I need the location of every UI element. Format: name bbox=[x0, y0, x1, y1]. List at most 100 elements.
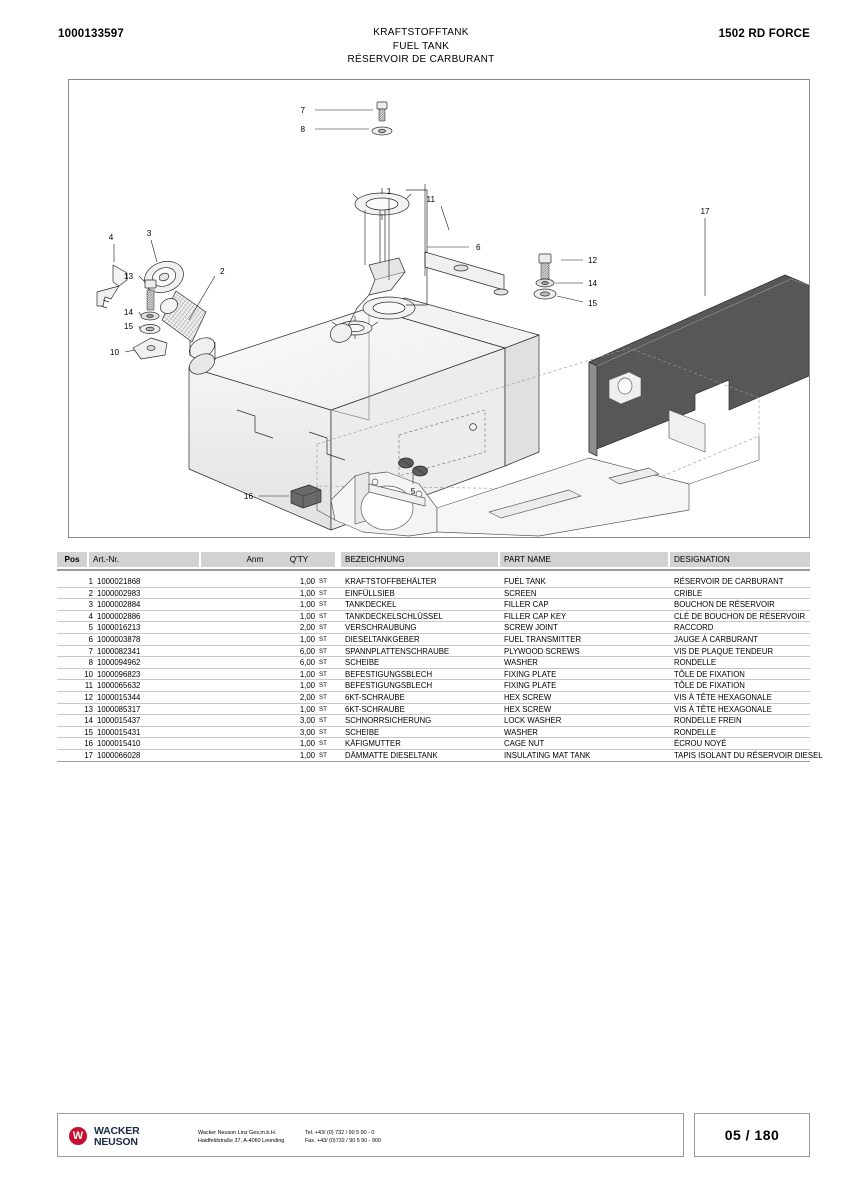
cell-art-nr: 1000015344 bbox=[97, 692, 141, 702]
callout-5: 5 bbox=[411, 487, 416, 496]
company-name: Wacker Neuson Linz Ges.m.b.H. bbox=[198, 1130, 277, 1136]
title-english: FUEL TANK bbox=[392, 40, 450, 52]
cell-bezeichnung: KRAFTSTOFFBEHÄLTER bbox=[345, 577, 437, 586]
callout-6: 6 bbox=[476, 243, 481, 252]
cell-part-name: SCREW JOINT bbox=[504, 623, 558, 633]
cell-unit: ST bbox=[319, 682, 327, 690]
cell-part-name: HEX SCREW bbox=[504, 692, 552, 702]
wacker-neuson-logo-icon: W bbox=[69, 1127, 87, 1145]
cell-pos: 2 bbox=[88, 588, 93, 598]
left-mounting-stack bbox=[132, 279, 168, 360]
cell-bezeichnung: SPANNPLATTENSCHRAUBE bbox=[345, 646, 450, 656]
cell-designation: ÉCROU NOYÉ bbox=[674, 739, 727, 749]
cell-bezeichnung: SCHEIBE bbox=[345, 727, 380, 737]
cell-qty: 1,00 bbox=[299, 611, 315, 621]
cell-bezeichnung: DÄMMATTE DIESELTANK bbox=[345, 750, 438, 760]
cell-pos: 8 bbox=[88, 658, 93, 668]
callout-15r: 15 bbox=[588, 299, 598, 308]
cell-part-name: FIXING PLATE bbox=[504, 669, 557, 679]
filler-neck-screen bbox=[160, 290, 216, 375]
cell-qty: 1,00 bbox=[299, 577, 315, 586]
cell-unit: ST bbox=[319, 647, 327, 655]
cell-qty: 1,00 bbox=[299, 669, 315, 679]
column-header-part-name: PART NAME bbox=[500, 552, 668, 567]
cell-pos: 1 bbox=[88, 577, 93, 586]
company-street: Haidfeldstraße 37, A-4060 Leonding bbox=[198, 1137, 285, 1144]
cell-unit: ST bbox=[319, 659, 327, 667]
cell-bezeichnung: 6KT-SCHRAUBE bbox=[345, 692, 405, 702]
fixing-plate-assembly bbox=[424, 251, 557, 300]
cell-pos: 4 bbox=[88, 611, 93, 621]
cell-qty: 3,00 bbox=[299, 727, 315, 737]
cell-qty: 1,00 bbox=[299, 634, 315, 644]
cell-bezeichnung: VERSCHRAUBUNG bbox=[345, 623, 417, 633]
page-number: 05 / 180 bbox=[724, 1127, 780, 1143]
company-tel: Tel. +43/ (0) 732 / 90 5 90 - 0 bbox=[305, 1130, 375, 1136]
cell-qty: 1,00 bbox=[299, 750, 315, 760]
header-divider bbox=[57, 569, 810, 571]
company-fax: Fax. +43/ (0)732 / 90 5 90 - 900 bbox=[305, 1137, 381, 1144]
cell-qty: 3,00 bbox=[299, 716, 315, 726]
brand-wordmark: WACKER NEUSON bbox=[94, 1125, 140, 1147]
cell-pos: 16 bbox=[84, 739, 93, 749]
cell-pos: 13 bbox=[84, 704, 93, 714]
company-address: Wacker Neuson Linz Ges.m.b.H. Haidfeldst… bbox=[198, 1130, 284, 1145]
cell-art-nr: 1000003878 bbox=[97, 634, 141, 644]
cell-art-nr: 1000016213 bbox=[97, 623, 141, 633]
cell-art-nr: 1000065632 bbox=[97, 681, 141, 691]
cell-pos: 15 bbox=[84, 727, 93, 737]
cell-art-nr: 1000021868 bbox=[97, 577, 141, 586]
callout-7: 7 bbox=[300, 106, 305, 115]
cell-part-name: WASHER bbox=[504, 727, 538, 737]
exploded-view-diagram: 7 8 6 4 3 2 1 13 14 15 10 11 12 14 15 5 … bbox=[68, 79, 810, 538]
column-header-art-nr: Art.-Nr. bbox=[89, 552, 199, 567]
cell-bezeichnung: TANKDECKELSCHLÜSSEL bbox=[345, 611, 443, 621]
cell-bezeichnung: TANKDECKEL bbox=[345, 600, 397, 610]
cell-bezeichnung: SCHEIBE bbox=[345, 658, 380, 668]
cell-part-name: FIXING PLATE bbox=[504, 681, 557, 691]
column-header-designation: DESIGNATION bbox=[670, 552, 810, 567]
cell-part-name: HEX SCREW bbox=[504, 704, 552, 714]
cell-pos: 11 bbox=[84, 681, 93, 691]
cell-designation: RONDELLE bbox=[674, 727, 717, 737]
callout-2: 2 bbox=[220, 267, 225, 276]
page-number-box: 05 / 180 bbox=[694, 1113, 810, 1157]
column-header-qty: Q'TY bbox=[263, 552, 335, 567]
cell-pos: 6 bbox=[88, 634, 93, 644]
cell-bezeichnung: SCHNORRSICHERUNG bbox=[345, 716, 432, 726]
callout-11: 11 bbox=[427, 195, 436, 204]
cell-art-nr: 1000094962 bbox=[97, 658, 141, 668]
cell-qty: 2,00 bbox=[299, 623, 315, 633]
callout-8: 8 bbox=[300, 125, 305, 134]
cell-designation: RONDELLE FREIN bbox=[674, 716, 742, 726]
leader-lines bbox=[113, 109, 706, 497]
cell-qty: 6,00 bbox=[299, 646, 315, 656]
cell-part-name: FILLER CAP KEY bbox=[504, 611, 567, 621]
cell-art-nr: 1000002884 bbox=[97, 600, 141, 610]
cell-art-nr: 1000082341 bbox=[97, 646, 141, 656]
machine-model: 1502 RD FORCE bbox=[718, 28, 810, 40]
cell-part-name: FILLER CAP bbox=[504, 600, 549, 610]
cell-unit: ST bbox=[319, 601, 327, 609]
cell-pos: 12 bbox=[84, 692, 93, 702]
cell-qty: 6,00 bbox=[299, 658, 315, 668]
insulating-mat bbox=[588, 274, 809, 457]
cell-part-name: WASHER bbox=[504, 658, 538, 668]
cell-pos: 7 bbox=[88, 646, 93, 656]
cell-part-name: CAGE NUT bbox=[504, 739, 545, 749]
cell-designation: VIS À TÊTE HEXAGONALE bbox=[674, 704, 772, 714]
brand-line-1: WACKER bbox=[94, 1125, 140, 1137]
